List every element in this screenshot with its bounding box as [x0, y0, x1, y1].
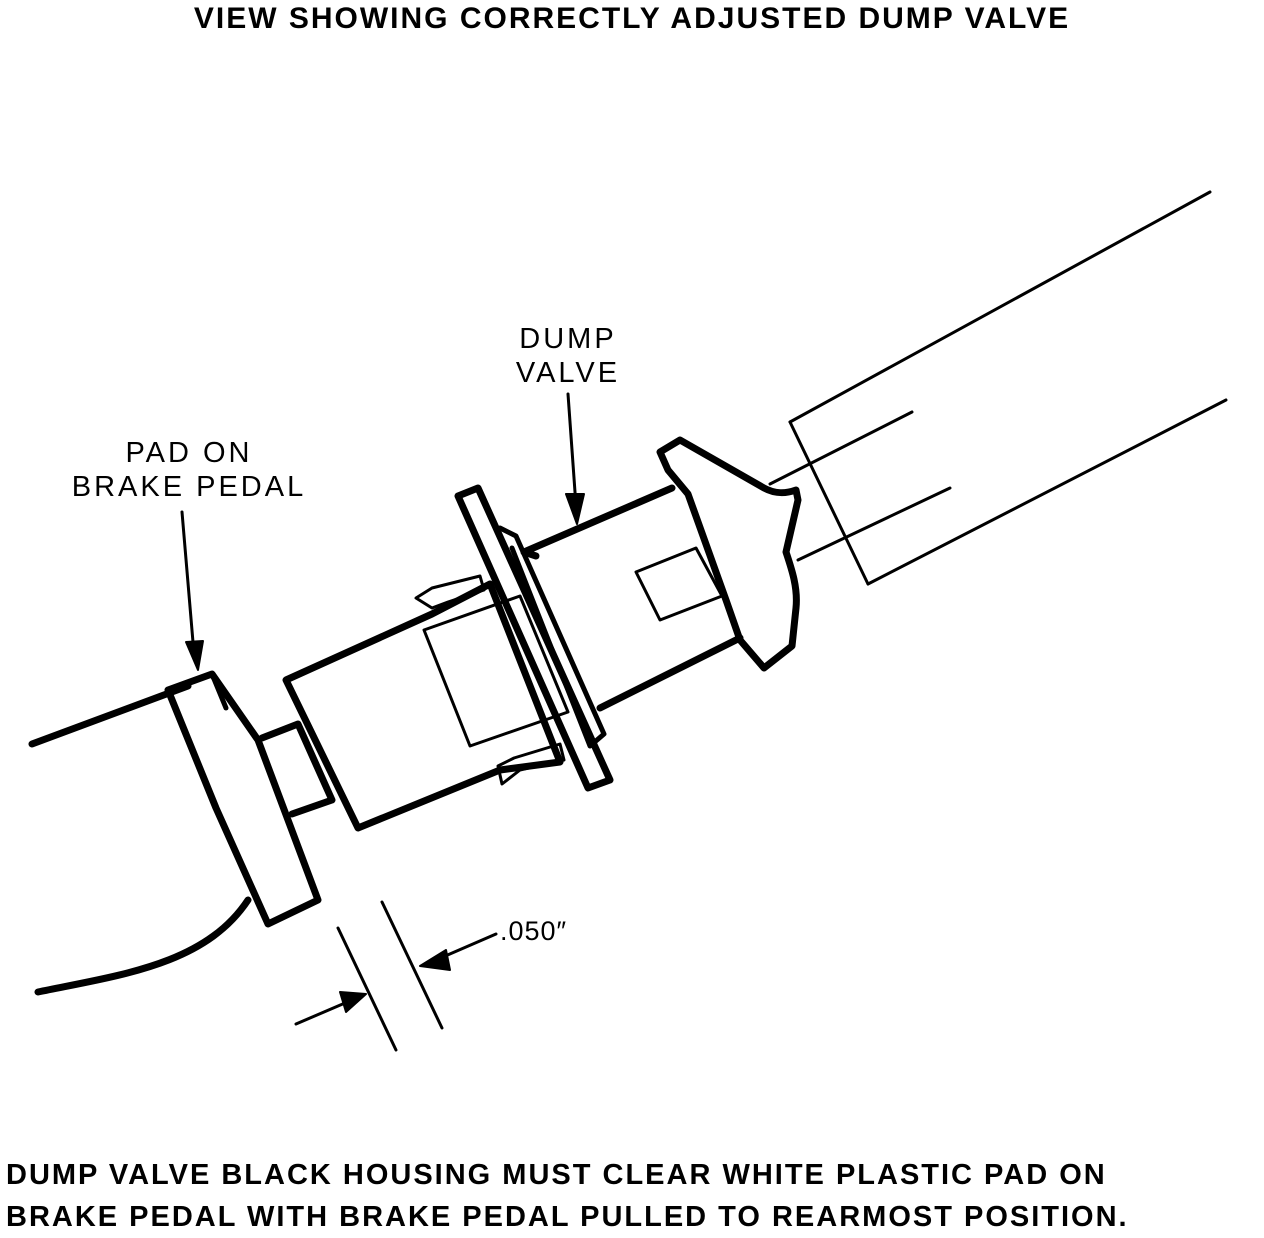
pad-label-line2: BRAKE PEDAL — [71, 471, 307, 503]
pedal-lower-edge — [34, 896, 252, 996]
dump-valve-leader — [566, 392, 578, 508]
valve-barrel-left — [520, 548, 540, 560]
dimension-arrow-right-head — [419, 949, 451, 971]
pad-leader — [180, 510, 196, 656]
valve-plunger-tip — [258, 720, 336, 818]
hose-upper — [788, 190, 1212, 424]
caption-line1: DUMP VALVE BLACK HOUSING MUST CLEAR WHIT… — [6, 1159, 1107, 1191]
upper-clip — [414, 574, 486, 610]
dimension-arrow-left-head — [339, 991, 367, 1013]
dimension-line-left — [336, 926, 398, 1052]
pad-inner-edge — [209, 671, 229, 711]
clearance-dimension — [294, 900, 498, 1052]
dump-valve-arrowhead — [565, 493, 585, 525]
pad-label: PAD ON BRAKE PEDAL — [44, 436, 334, 504]
diagram-title: VIEW SHOWING CORRECTLY ADJUSTED DUMP VAL… — [193, 2, 1071, 35]
valve-barrel-bottom — [596, 634, 744, 712]
dump-valve-body — [258, 190, 1228, 832]
dump-valve-label: DUMP VALVE — [492, 322, 644, 390]
lower-clip — [496, 742, 566, 786]
pad-label-line1: PAD ON — [125, 437, 253, 469]
hose-lower — [866, 398, 1228, 586]
clearance-label: .050″ — [500, 916, 568, 946]
hose-inner-lower — [796, 486, 952, 562]
caption: DUMP VALVE BLACK HOUSING MUST CLEAR WHIT… — [6, 1154, 1262, 1238]
dimension-line-right — [380, 900, 444, 1030]
valve-end-cap — [656, 436, 802, 672]
hose-inner-upper — [768, 410, 914, 486]
valve-barrel-top — [520, 484, 676, 556]
leaders — [180, 392, 585, 671]
dump-valve-label-line2: VALVE — [515, 357, 621, 389]
brake-pedal-drawing — [28, 670, 322, 996]
flange-inner — [497, 525, 607, 749]
pedal-pad — [164, 670, 322, 928]
pad-arrowhead — [185, 640, 204, 671]
hose-end — [788, 420, 870, 586]
pedal-upper-edge — [28, 682, 192, 748]
caption-line2: BRAKE PEDAL WITH BRAKE PEDAL PULLED TO R… — [6, 1201, 1129, 1233]
housing-window — [422, 594, 570, 748]
dump-valve-label-line1: DUMP — [519, 323, 617, 355]
valve-flange — [454, 484, 614, 792]
